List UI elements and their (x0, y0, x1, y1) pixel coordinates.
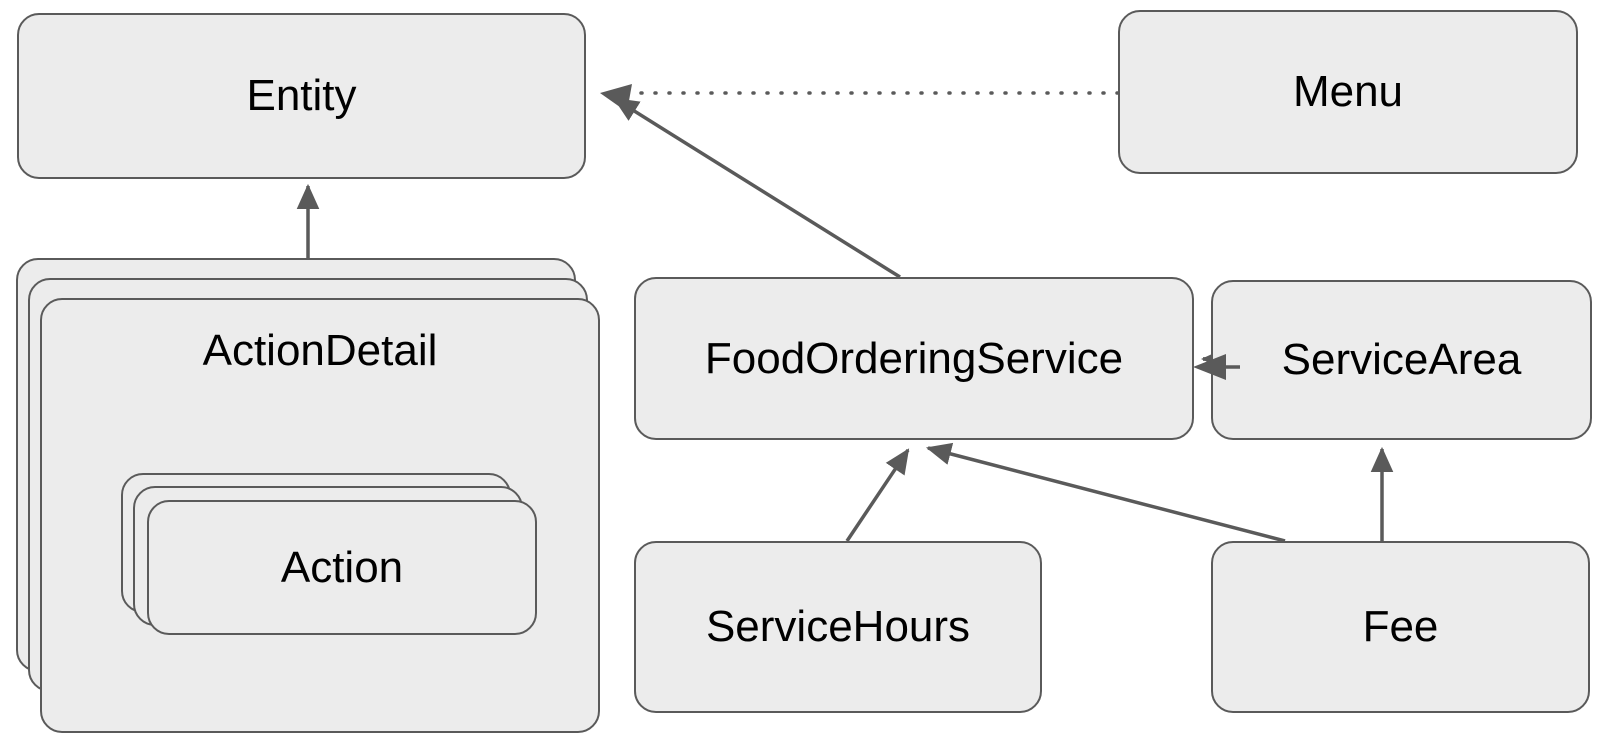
node-fee[interactable]: Fee (1211, 541, 1590, 713)
node-service-area[interactable]: ServiceArea (1211, 280, 1592, 440)
node-food-ordering-service[interactable]: FoodOrderingService (634, 277, 1194, 440)
node-service-hours[interactable]: ServiceHours (634, 541, 1042, 713)
node-entity-label: Entity (246, 71, 357, 120)
edge-fee-to-food-ordering-service (925, 442, 1286, 543)
edge-service-hours-to-food-ordering-service (845, 448, 910, 542)
edge-food-ordering-service-to-entity (613, 97, 901, 279)
node-action-detail[interactable]: ActionDetail Action (16, 258, 616, 738)
node-service-area-label: ServiceArea (1281, 335, 1522, 384)
node-action-stack-layer-front (147, 500, 537, 635)
node-menu[interactable]: Menu (1118, 10, 1578, 174)
node-food-ordering-service-label: FoodOrderingService (704, 333, 1124, 383)
node-menu-label: Menu (1292, 67, 1404, 116)
node-entity[interactable]: Entity (17, 13, 586, 179)
node-action-label: Action (280, 543, 404, 592)
node-action[interactable]: Action (121, 473, 561, 673)
node-action-detail-label: ActionDetail (202, 326, 438, 375)
arrowhead-to-entity (600, 84, 632, 112)
node-service-hours-label: ServiceHours (705, 602, 971, 651)
node-fee-label: Fee (1362, 602, 1439, 651)
